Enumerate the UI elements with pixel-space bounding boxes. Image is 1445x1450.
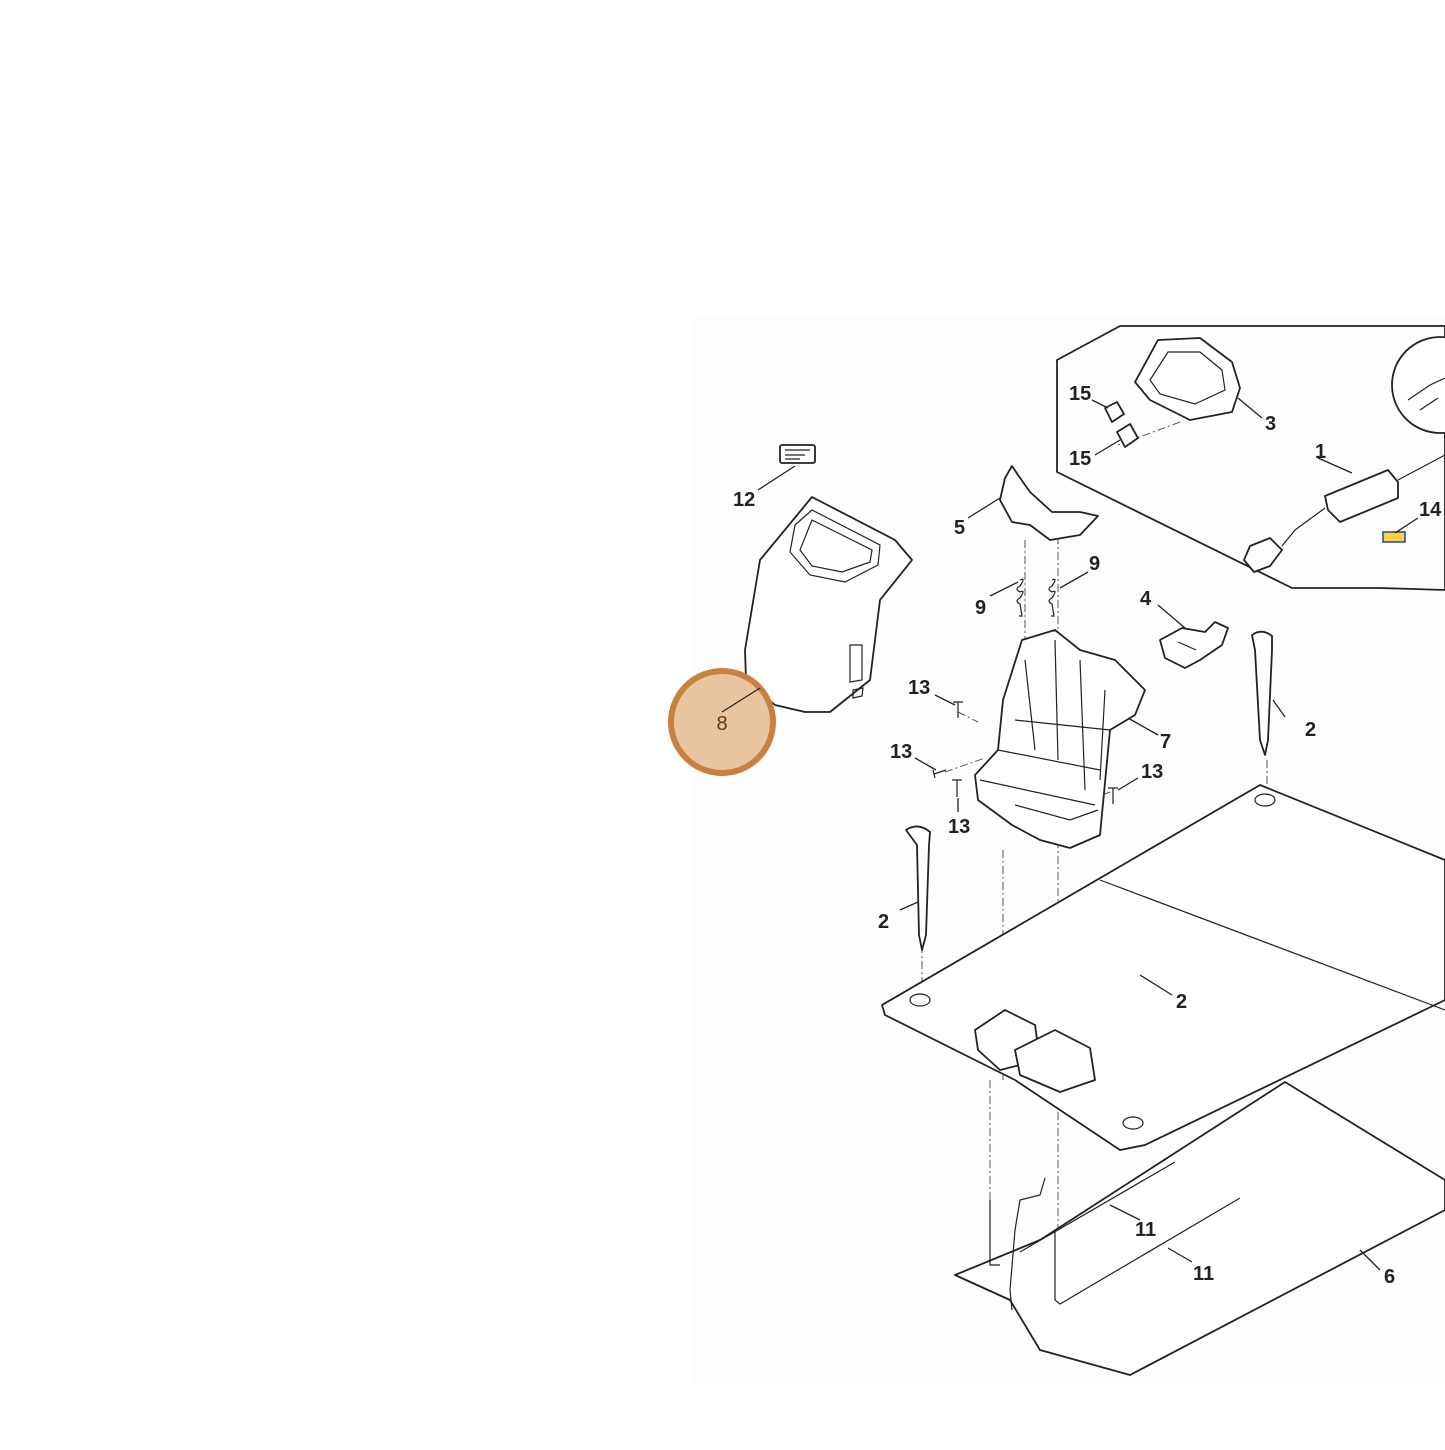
callout-8-leader: [721, 687, 761, 713]
highlighted-part-8-marker[interactable]: 8: [668, 668, 776, 776]
clip-parts: [1104, 401, 1139, 448]
callout-15b: 15: [1069, 448, 1091, 470]
callout-13a: 13: [908, 677, 930, 699]
callout-9b: 9: [1089, 553, 1100, 575]
power-supply-part: [1243, 454, 1445, 573]
callout-8[interactable]: 8: [716, 713, 727, 735]
callout-3: 3: [1265, 413, 1276, 435]
wire-parts: [989, 1161, 1241, 1311]
bracket-part: [999, 465, 1099, 541]
callout-14: 14: [1419, 499, 1442, 521]
charging-connector-part: [1159, 621, 1229, 669]
callout-leaders: [757, 397, 1419, 1271]
callout-12: 12: [733, 489, 755, 511]
callout-13d: 13: [1141, 761, 1163, 783]
screw-parts: [932, 701, 1118, 804]
callout-9a: 9: [975, 597, 986, 619]
callout-1: 1: [1315, 441, 1326, 463]
callout-4: 4: [1140, 588, 1152, 610]
connector-detail: [1391, 336, 1445, 434]
warning-sticker-part: [1382, 531, 1406, 543]
callout-labels: 1 2 2 2 3 4 5 6 7 9 9 11 11 12 13 13 13 …: [733, 383, 1442, 1288]
callout-2a: 2: [1305, 719, 1316, 741]
callout-6: 6: [1384, 1266, 1395, 1288]
accessory-box: [1056, 325, 1445, 591]
callout-11b: 11: [1193, 1263, 1214, 1285]
hood-cover-part: [744, 496, 913, 713]
display-cover-part: [1134, 337, 1241, 421]
spring-parts: [1016, 578, 1056, 617]
callout-11a: 11: [1135, 1219, 1156, 1241]
callout-2b: 2: [878, 911, 889, 933]
callout-13b: 13: [890, 741, 912, 763]
callout-7: 7: [1160, 731, 1171, 753]
ground-mat-part: [954, 1081, 1445, 1376]
callout-13c: 13: [948, 816, 970, 838]
callout-2c: 2: [1176, 991, 1187, 1013]
station-frame-part: [974, 629, 1146, 849]
callout-15a: 15: [1069, 383, 1091, 405]
contact-plates: [974, 1009, 1096, 1093]
callout-5: 5: [954, 517, 965, 539]
label-part: [779, 444, 816, 464]
